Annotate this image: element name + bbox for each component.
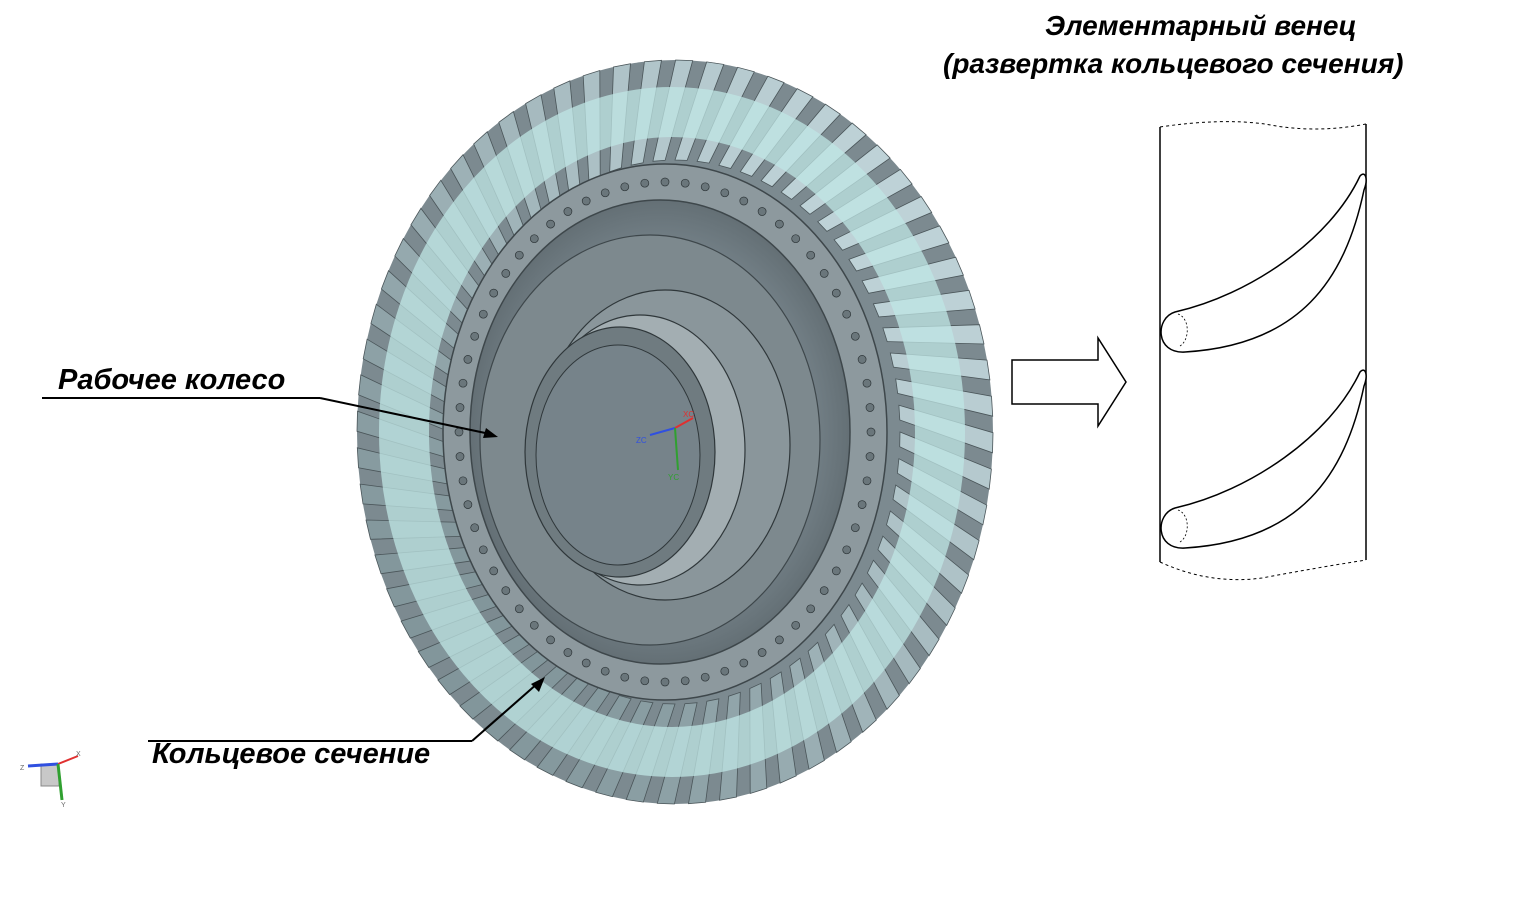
dovetail-slot [700, 182, 710, 192]
dovetail-slot [478, 545, 488, 555]
cascade-bottom-break [1159, 559, 1367, 581]
axis-x-line [674, 417, 694, 429]
dovetail-slot [819, 586, 829, 595]
dovetail-slot [470, 331, 480, 341]
dovetail-slot [463, 355, 473, 364]
dovetail-slot [660, 677, 670, 687]
cascade-airfoil-2 [1160, 369, 1367, 549]
dovetail-slot [806, 250, 816, 260]
axis-y-line [674, 427, 679, 471]
dovetail-slot [806, 604, 816, 614]
dovetail-slot [563, 648, 573, 657]
dovetail-slot [529, 620, 539, 630]
dovetail-slot [862, 378, 872, 388]
dovetail-slot [581, 658, 591, 668]
dovetail-slot [501, 586, 511, 595]
cascade-title-line-2: (развертка кольцевого сечения) [943, 48, 1404, 79]
dovetail-slot [640, 676, 650, 686]
triad-cube [40, 763, 60, 787]
dovetail-slot [775, 635, 784, 645]
dovetail-slot [757, 207, 767, 216]
axis-z-line [649, 427, 676, 436]
label-annular-section: Кольцевое сечение [152, 738, 431, 770]
dovetail-slot [739, 658, 749, 668]
dovetail-slot [865, 452, 875, 461]
dovetail-slot [458, 378, 468, 388]
turbine-wheel: XC ZC YC [356, 59, 994, 805]
dovetail-slot [478, 309, 488, 319]
axis-triad: X Z Y [20, 751, 81, 809]
dovetail-slot [514, 604, 524, 614]
axis-y-label: YC [668, 473, 679, 482]
axis-z-label: ZC [636, 436, 647, 445]
dovetail-slot [620, 672, 630, 682]
dovetail-slot [831, 566, 841, 576]
cascade-title-line-1: Элементарный венец [1045, 10, 1357, 41]
triad-z-label: Z [20, 765, 25, 772]
dovetail-slot [700, 672, 710, 682]
triad-y-label: Y [61, 802, 66, 809]
dovetail-slot [640, 178, 650, 188]
dovetail-slot [720, 188, 730, 198]
dovetail-slot [470, 523, 480, 533]
dovetail-slot [489, 566, 499, 576]
dovetail-slot [720, 666, 730, 676]
blade-cascade [1159, 121, 1367, 581]
dovetail-slot [857, 355, 867, 364]
dovetail-slot [791, 620, 801, 630]
dovetail-slot [680, 676, 690, 686]
dovetail-slot [529, 234, 539, 244]
leader-section-arrowhead [531, 677, 545, 692]
disk-bore [535, 344, 701, 566]
leader-section [148, 677, 545, 742]
cascade-top-break [1159, 121, 1367, 130]
dovetail-slot [546, 635, 555, 645]
dovetail-slot [866, 427, 876, 437]
annular-section-band [379, 87, 965, 777]
dovetail-slot [791, 234, 801, 244]
dovetail-slots [454, 177, 876, 687]
dovetail-slot [831, 288, 841, 298]
dovetail-slot [563, 207, 573, 216]
dovetail-slot [600, 666, 610, 676]
dovetail-slot [739, 196, 749, 206]
dovetail-slot [455, 452, 465, 461]
dovetail-slot [455, 403, 465, 412]
dovetail-slot [620, 182, 630, 192]
axis-x-label: XC [683, 410, 694, 419]
dovetail-slot [489, 288, 499, 298]
dovetail-slot [819, 269, 829, 278]
view-axes: XC ZC YC [636, 410, 694, 482]
dovetail-slot [546, 219, 555, 229]
dovetail-slot [458, 476, 468, 486]
dovetail-slot [757, 648, 767, 657]
dovetail-slot [680, 178, 690, 188]
dovetail-slot [842, 309, 852, 319]
label-wheel: Рабочее колесо [58, 364, 286, 396]
leader-wheel [42, 397, 498, 438]
dovetail-slot [501, 269, 511, 278]
dovetail-slot [862, 476, 872, 486]
dovetail-slot [850, 523, 860, 533]
dovetail-slot [581, 196, 591, 206]
leader-wheel-arrowhead [483, 428, 498, 438]
triad-x-label: X [76, 751, 81, 758]
dovetail-slot [463, 500, 473, 509]
transform-arrow [1011, 335, 1127, 429]
dovetail-slot [850, 331, 860, 341]
dovetail-slot [857, 500, 867, 509]
dovetail-slot [660, 177, 670, 187]
dovetail-slot [600, 188, 610, 198]
dovetail-slot [775, 219, 784, 229]
dovetail-slot [454, 427, 464, 437]
dovetail-slot [842, 545, 852, 555]
dovetail-slot [514, 250, 524, 260]
dovetail-slot [865, 403, 875, 412]
cascade-airfoil-1 [1160, 173, 1367, 353]
